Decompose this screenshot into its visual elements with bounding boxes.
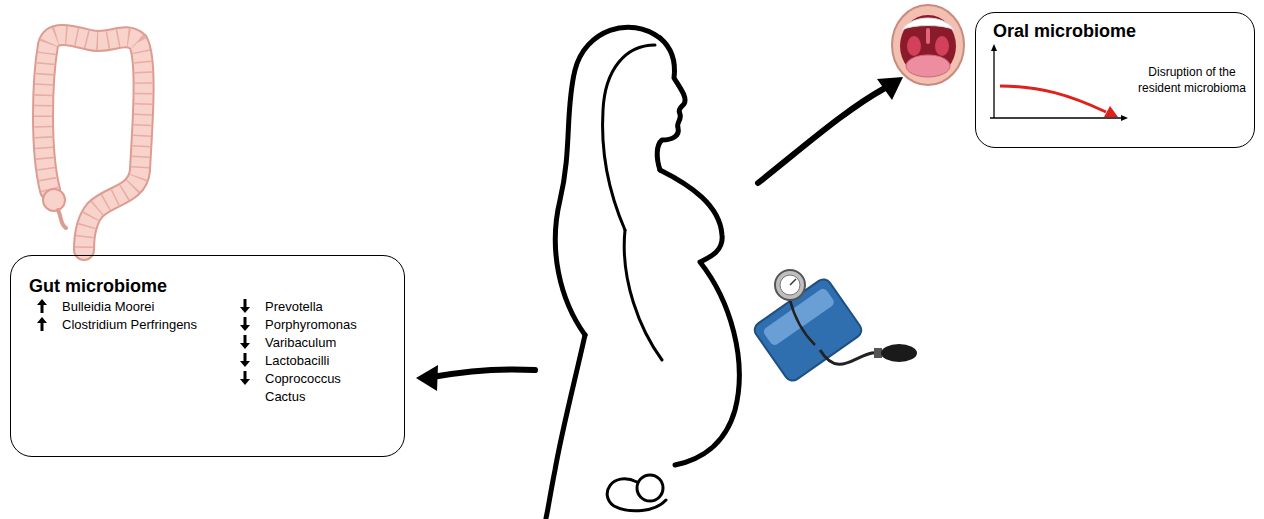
hair-outline: [555, 27, 660, 335]
down-arrow: [240, 371, 250, 385]
decreased-taxon: Prevotella: [265, 298, 365, 316]
x-axis-head: [1121, 115, 1128, 121]
back-outline: [546, 335, 585, 518]
flow-arrows: [416, 77, 903, 391]
bulb: [881, 344, 917, 362]
gauge-needle: [790, 279, 796, 285]
arm-line: [624, 230, 662, 360]
box-heading: Gut microbiome: [29, 275, 279, 297]
oral-microbiome-box: Oral microbiomeDisruption of the residen…: [975, 12, 1255, 148]
down-arrow: [240, 299, 250, 313]
cuff-band: [752, 276, 865, 383]
decreased-taxon: Coprococcus Cactus: [265, 370, 365, 406]
appendix: [58, 210, 66, 228]
cuff-body: [752, 276, 865, 383]
oral-arrow-shaft: [758, 88, 885, 183]
uvula: [926, 30, 930, 42]
y-axis-head: [991, 44, 997, 51]
tonsil: [907, 36, 921, 56]
mouth-cavity: [900, 15, 956, 77]
gut-arrow-head: [416, 365, 438, 391]
up-arrow: [37, 299, 47, 313]
box-heading: Oral microbiome: [993, 20, 1213, 42]
gut-microbiome-box: Gut microbiomeBulleidia MooreiClostridiu…: [10, 255, 405, 457]
chart-note: Disruption of the resident microbioma: [1134, 64, 1250, 96]
colon-outline: [43, 35, 144, 250]
belly-outline: [660, 170, 739, 465]
decline-curve-head: [1104, 106, 1118, 117]
hair-line: [603, 45, 655, 230]
y-axis: [993, 50, 994, 118]
colon-haustra: [43, 35, 144, 250]
down-arrow: [240, 317, 250, 331]
decreased-taxon: Lactobacilli: [265, 352, 365, 370]
decline-chart: [990, 44, 1128, 121]
gauge: [775, 270, 805, 300]
decline-curve: [1000, 86, 1106, 112]
decreased-taxon: Varibaculum: [265, 334, 365, 352]
increased-taxon: Clostridium Perfringens: [62, 316, 237, 334]
oral-arrow-head: [877, 77, 903, 100]
decreased-taxon: Porphyromonas: [265, 316, 365, 334]
mouth-illustration: [892, 5, 964, 85]
up-arrow: [37, 317, 47, 331]
gut-arrow-shaft: [432, 369, 535, 377]
fetus-head: [637, 475, 663, 501]
face-profile: [657, 38, 685, 170]
bulb-tube: [820, 350, 878, 364]
colon-illustration: [43, 35, 144, 250]
lips: [892, 5, 964, 85]
blood-pressure-cuff: [752, 270, 917, 384]
gauge-face: [780, 275, 800, 295]
down-arrow: [240, 353, 250, 367]
woman-silhouette: [546, 27, 739, 518]
cecum: [43, 189, 65, 211]
trend-arrows: [37, 299, 250, 385]
tonsil: [935, 36, 949, 56]
fetus-body: [607, 479, 666, 511]
colon-body: [43, 35, 144, 250]
down-arrow: [240, 335, 250, 349]
tongue: [906, 55, 950, 77]
increased-taxon: Bulleidia Moorei: [62, 298, 237, 316]
x-axis: [990, 117, 1122, 118]
bulb-valve: [874, 348, 882, 358]
gauge-tube: [790, 300, 815, 345]
